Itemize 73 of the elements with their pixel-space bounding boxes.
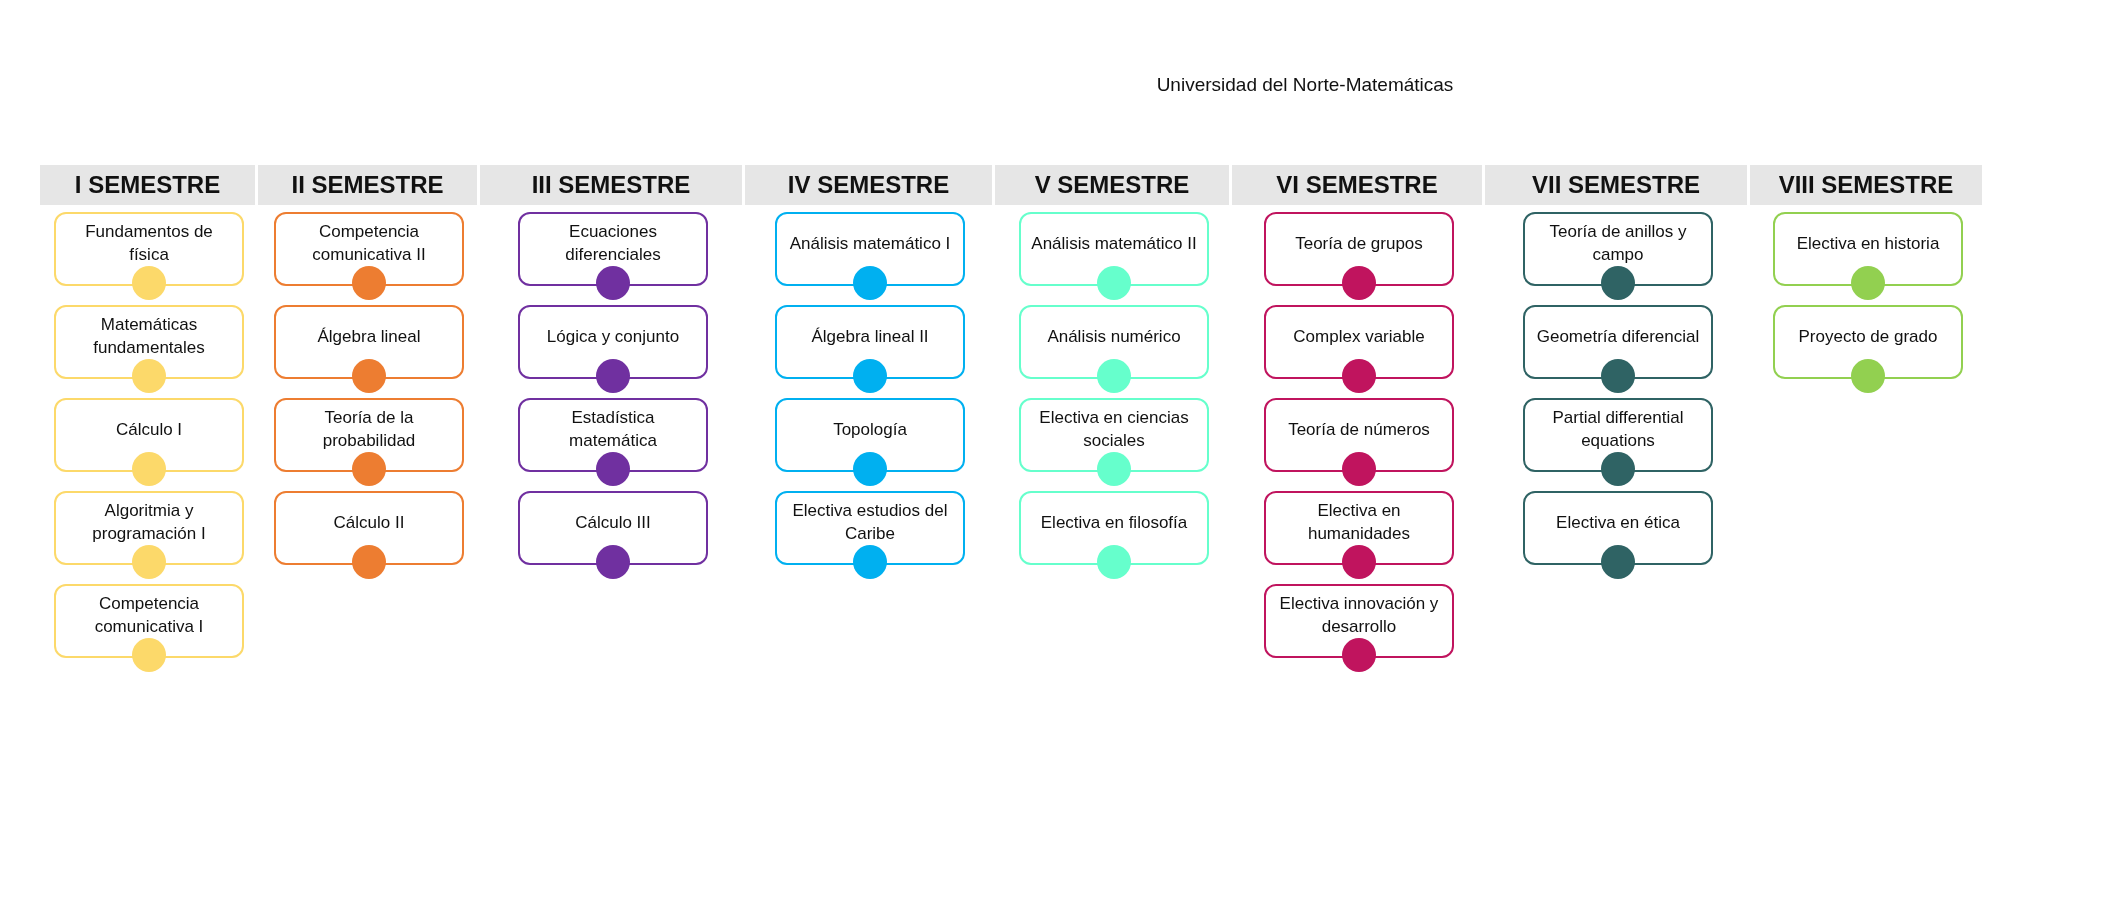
- course-box: [1773, 212, 1963, 286]
- course-box: [1019, 212, 1209, 286]
- semester-header: IV SEMESTRE: [745, 165, 995, 205]
- course-name: Electiva en humanidades: [1306, 500, 1412, 545]
- course-name: Electiva en ética: [1556, 511, 1680, 534]
- course-name: Cálculo II: [333, 511, 405, 534]
- course-box: [518, 212, 708, 286]
- course-name: Electiva en historia: [1796, 232, 1940, 255]
- course-name: Electiva estudios del Caribe: [791, 500, 949, 545]
- course-name: Teoría de grupos: [1295, 232, 1423, 255]
- course-box: [518, 491, 708, 565]
- course-name: Competencia comunicativa I: [93, 593, 205, 638]
- course-box: [54, 584, 244, 658]
- page-title: Universidad del Norte-Matemáticas: [1155, 74, 1455, 96]
- course-box: [54, 398, 244, 472]
- course-box: [775, 305, 965, 379]
- course-name: Análisis matemático I: [789, 232, 951, 255]
- course-box: [775, 491, 965, 565]
- semester-header: III SEMESTRE: [480, 165, 745, 205]
- course-name: Lógica y conjunto: [546, 325, 680, 348]
- course-name: Proyecto de grado: [1798, 325, 1938, 348]
- course-name: Fundamentos de física: [84, 221, 214, 266]
- course-name: Álgebra lineal II: [811, 325, 929, 348]
- course-box: [1264, 491, 1454, 565]
- course-box: [1523, 491, 1713, 565]
- course-box: [1019, 305, 1209, 379]
- course-box: [54, 305, 244, 379]
- course-name: Competencia comunicativa II: [311, 221, 427, 266]
- course-box: [1523, 305, 1713, 379]
- course-box: [1264, 584, 1454, 658]
- course-name: Matemáticas fundamentales: [92, 314, 206, 359]
- course-name: Ecuaciones diferenciales: [564, 221, 662, 266]
- course-name: Algoritmia y programación I: [91, 500, 207, 545]
- course-name: Teoría de la probabilidad: [321, 407, 417, 452]
- course-box: [1523, 212, 1713, 286]
- course-name: Teoría de números: [1288, 418, 1430, 441]
- course-box: [1773, 305, 1963, 379]
- course-name: Topología: [833, 418, 907, 441]
- course-box: [1019, 398, 1209, 472]
- course-box: [518, 305, 708, 379]
- course-box: [518, 398, 708, 472]
- course-name: Partial differential equations: [1551, 407, 1685, 452]
- course-box: [274, 491, 464, 565]
- course-box: [54, 491, 244, 565]
- course-box: [1264, 305, 1454, 379]
- course-box: [1019, 491, 1209, 565]
- course-box: [775, 212, 965, 286]
- semester-header: VII SEMESTRE: [1485, 165, 1750, 205]
- course-name: Cálculo I: [115, 418, 183, 441]
- course-box: [274, 398, 464, 472]
- course-name: Electiva en filosofía: [1040, 511, 1188, 534]
- course-name: Estadística matemática: [568, 407, 658, 452]
- semester-header: V SEMESTRE: [995, 165, 1232, 205]
- course-name: Álgebra lineal: [317, 325, 421, 348]
- semester-header: VIII SEMESTRE: [1750, 165, 1985, 205]
- course-box: [775, 398, 965, 472]
- course-name: Geometría diferencial: [1536, 325, 1700, 348]
- course-name: Electiva en ciencias sociales: [1038, 407, 1190, 452]
- semester-header: VI SEMESTRE: [1232, 165, 1485, 205]
- semester-header: II SEMESTRE: [258, 165, 480, 205]
- course-box: [54, 212, 244, 286]
- course-box: [1264, 398, 1454, 472]
- course-name: Análisis matemático II: [1031, 232, 1197, 255]
- course-box: [1523, 398, 1713, 472]
- course-box: [274, 212, 464, 286]
- course-name: Complex variable: [1293, 325, 1425, 348]
- course-name: Teoría de anillos y campo: [1548, 221, 1688, 266]
- course-box: [274, 305, 464, 379]
- semester-header: I SEMESTRE: [40, 165, 258, 205]
- course-name: Cálculo III: [575, 511, 651, 534]
- course-name: Electiva innovación y desarrollo: [1278, 593, 1440, 638]
- course-name: Análisis numérico: [1047, 325, 1181, 348]
- course-box: [1264, 212, 1454, 286]
